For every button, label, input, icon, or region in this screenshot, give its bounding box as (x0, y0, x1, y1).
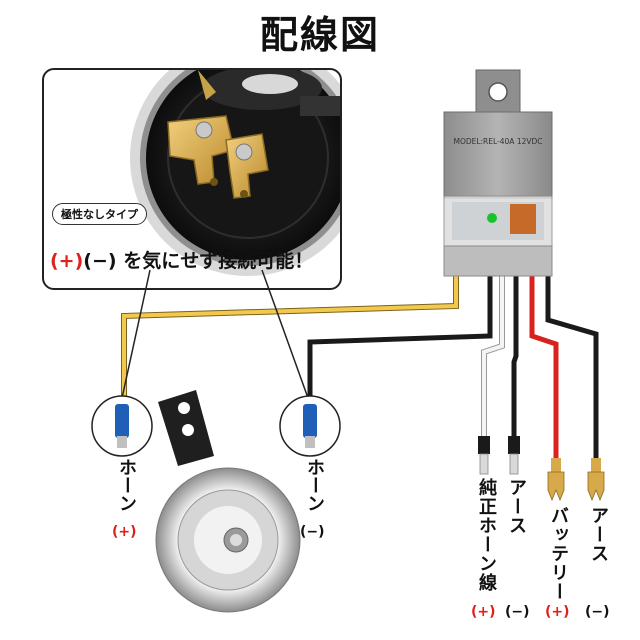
horn (155, 390, 301, 613)
horn-minus-label: ホーン (304, 458, 325, 512)
note-minus: (−) (83, 250, 117, 272)
leader-line-minus (261, 269, 309, 399)
note-text: を気にせず接続可能！ (123, 250, 314, 272)
relay-model-label-wrap: MODEL:REL-40A 12VDC (453, 137, 542, 146)
horn-plus-polarity: (+) (112, 524, 137, 540)
horn-terminal-plus-connector (91, 395, 153, 457)
white-wire (482, 276, 504, 438)
note-plus: (+) (50, 250, 84, 272)
relay (443, 69, 553, 277)
wire-end-earth1-polarity: (−) (505, 604, 530, 620)
red-battery-wire (529, 276, 559, 460)
non-polar-tag: 極性なしタイプ (52, 203, 147, 225)
relay-model-text: MODEL:REL-40A 12VDC (453, 137, 542, 146)
horn-closeup-image (130, 70, 340, 276)
wire-end-battery-polarity: (+) (545, 604, 570, 620)
wire-end-horn-polarity: (+) (471, 604, 496, 620)
page-title: 配線図 (259, 13, 380, 57)
wire-end-battery-label: バッテリー (548, 506, 569, 601)
wire-end-earth2-label: アース (588, 506, 609, 563)
leader-line-plus (121, 269, 151, 399)
black-horn-wire (307, 276, 493, 418)
wire-end-earth2-polarity: (−) (585, 604, 610, 620)
callout-frame (42, 68, 342, 290)
black-earth-wire-2 (545, 276, 599, 460)
horn-minus-polarity: (−) (300, 524, 325, 540)
yellow-wire (122, 276, 458, 418)
black-earth-wire-1 (511, 276, 519, 438)
horn-plus-label: ホーン (116, 458, 137, 512)
wire-end-terminals (478, 436, 605, 502)
polarity-note: (+)(−) を気にせず接続可能！ (50, 246, 313, 273)
horn-terminal-minus-connector (279, 395, 341, 457)
wire-end-horn-label: 純正ホーン線 (476, 478, 497, 592)
wire-end-earth1-label: アース (506, 478, 527, 535)
